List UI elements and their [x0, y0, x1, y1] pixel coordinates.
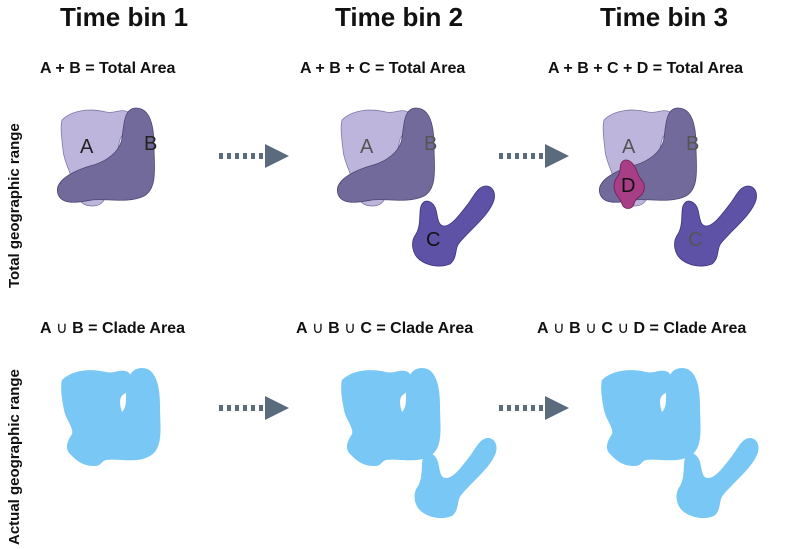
dashed-right-arrow-icon — [219, 144, 289, 168]
clade-formula-term: B — [569, 320, 581, 337]
clade-formula-bin2: A ∪ B ∪ C = Clade Area — [296, 318, 473, 338]
union-symbol: ∪ — [51, 320, 73, 337]
clade-formula-term: C — [601, 320, 613, 337]
clade-formula-term: A — [537, 320, 549, 337]
area-c-label: C — [688, 229, 702, 251]
clade-area-shape — [341, 368, 441, 466]
dashed-right-arrow-icon — [499, 144, 569, 168]
union-symbol: ∪ — [612, 320, 634, 337]
total-formula-bin2: A + B + C = Total Area — [300, 60, 466, 77]
clade-formula-bin3: A ∪ B ∪ C ∪ D = Clade Area — [537, 318, 746, 338]
area-c-shape — [674, 185, 758, 267]
area-c-shape — [412, 185, 496, 267]
clade-area-shape — [601, 368, 701, 466]
clade-formula-suffix: = Clade Area — [645, 320, 747, 337]
clade-area-shape — [61, 368, 161, 466]
area-b-label: B — [144, 133, 157, 155]
clade-formula-suffix: = Clade Area — [83, 320, 185, 337]
clade-formula-term: A — [40, 320, 52, 337]
area-b-label: B — [686, 133, 699, 155]
time-bin-1-title: Time bin 1 — [60, 2, 189, 32]
clade-formula-term: B — [328, 320, 340, 337]
time-bin-2-title: Time bin 2 — [335, 2, 464, 32]
total-bin1-group: A B — [56, 107, 157, 207]
clade-formula-term: B — [72, 320, 84, 337]
area-a-label: A — [622, 136, 636, 158]
clade-formula-term: D — [633, 320, 646, 337]
area-a-label: A — [360, 136, 374, 158]
union-symbol: ∪ — [580, 320, 602, 337]
area-b-label: B — [424, 133, 437, 155]
area-a-label: A — [80, 136, 94, 158]
total-bin3-group: D A B — [598, 107, 699, 209]
union-symbol: ∪ — [548, 320, 570, 337]
clade-bin1-group — [61, 368, 161, 466]
area-d-label: D — [621, 175, 635, 197]
total-bin3-c-group: C — [674, 185, 758, 267]
area-c-label: C — [426, 229, 440, 251]
total-formula-bin3: A + B + C + D = Total Area — [548, 60, 744, 77]
total-bin2-group: A B — [336, 107, 437, 207]
clade-formula-bin1: A ∪ B = Clade Area — [40, 318, 185, 338]
time-bin-3-title: Time bin 3 — [600, 2, 729, 32]
union-symbol: ∪ — [339, 320, 361, 337]
clade-bin2-group — [341, 368, 441, 466]
clade-formula-suffix: = Clade Area — [371, 320, 474, 337]
clade-bin3-group — [601, 368, 701, 466]
union-symbol: ∪ — [307, 320, 329, 337]
dashed-right-arrow-icon — [219, 396, 289, 420]
dashed-right-arrow-icon — [499, 396, 569, 420]
total-formula-bin1: A + B = Total Area — [40, 60, 176, 77]
clade-formula-term: C — [360, 320, 372, 337]
clade-formula-term: A — [296, 320, 308, 337]
total-bin2-c-group: C — [412, 185, 496, 267]
